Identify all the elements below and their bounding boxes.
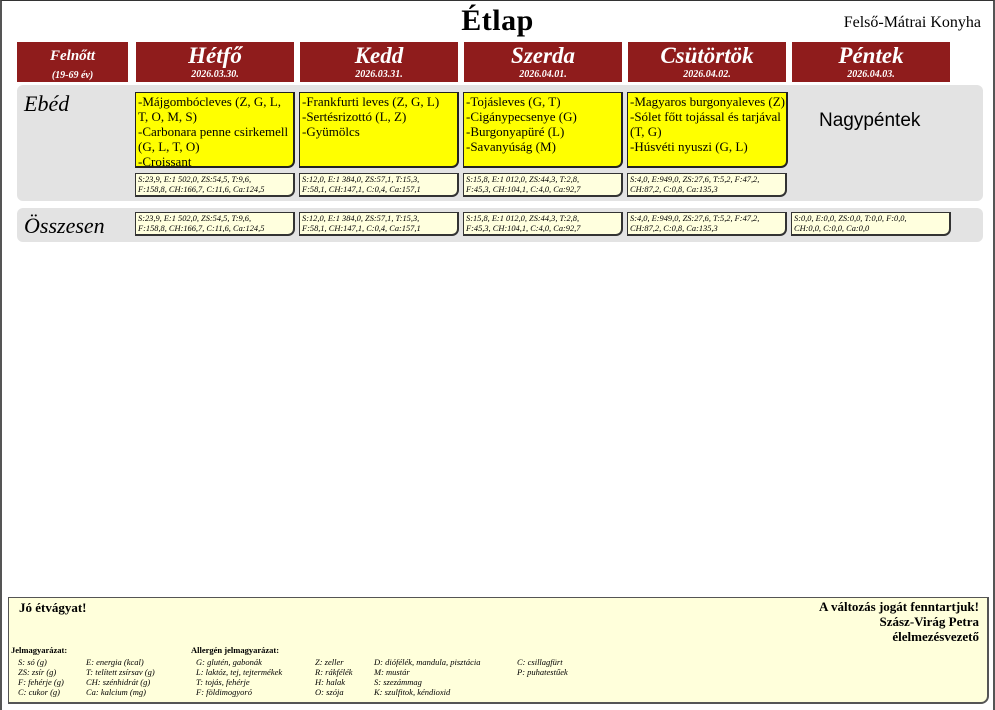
kitchen-name: Felső-Mátrai Konyha <box>843 14 981 31</box>
menu-card-thursday: -Magyaros burgonyaleves (Z) -Sólet főtt … <box>627 92 788 168</box>
menu-line: -Savanyúság (M) <box>466 139 556 154</box>
footer-panel: Jó étvágyat! A változás jogát fenntartju… <box>8 597 989 704</box>
nutrition-total-friday: S:0,0, E:0,0, ZS:0,0, T:0,0, F:0,0, CH:0… <box>791 212 951 236</box>
group-label: Felnőtt <box>49 48 95 64</box>
menu-card-tuesday: -Frankfurti leves (Z, G, L) -Sertésrizot… <box>299 92 459 168</box>
menu-line: -Gyümölcs <box>302 124 360 139</box>
header-day-friday: Péntek 2026.04.03. <box>792 42 950 82</box>
nutrition-lunch-wednesday: S:15,8, E:1 012,0, ZS:44,3, T:2,8, F:45,… <box>463 173 623 197</box>
menu-line: (G, L, T, O) <box>138 139 200 154</box>
menu-line: -Sertésrizottó (L, Z) <box>302 109 407 124</box>
menu-line: -Cigánypecsenye (G) <box>466 109 577 124</box>
allergen-column-3: D: diófélék, mandula, pisztácia M: mustá… <box>374 657 481 697</box>
menu-line: -Húsvéti nyuszi (G, L) <box>630 139 748 154</box>
nutrition-lunch-tuesday: S:12,0, E:1 384,0, ZS:57,1, T:15,3, F:58… <box>299 173 459 197</box>
menu-line: -Burgonyapüré (L) <box>466 124 565 139</box>
menu-card-monday: -Májgombócleves (Z, G, L, T, O, M, S) -C… <box>135 92 295 169</box>
header-day-tuesday: Kedd 2026.03.31. <box>300 42 458 82</box>
day-date: 2026.04.03. <box>847 69 895 80</box>
menu-line: -Sólet főtt tojással és tarjával <box>630 109 781 124</box>
day-name: Csütörtök <box>660 43 754 68</box>
menu-line: -Croissant <box>138 154 192 169</box>
allergen-column-2: Z: zeller R: rákfélék H: halak O: szója <box>315 657 353 697</box>
menu-line: -Tojásleves (G, T) <box>466 94 561 109</box>
rights-reserved: A változás jogát fenntartjuk! <box>819 599 979 614</box>
nutrition-total-tuesday: S:12,0, E:1 384,0, ZS:57,1, T:15,3, F:58… <box>299 212 459 236</box>
header-group: Felnőtt (19-69 év) <box>17 42 128 82</box>
header-day-wednesday: Szerda 2026.04.01. <box>464 42 622 82</box>
signer-role: élelmezésvezető <box>892 629 979 644</box>
day-name: Szerda <box>511 43 575 68</box>
menu-line: -Májgombócleves (Z, G, L, <box>138 94 281 109</box>
group-ages: (19-69 év) <box>51 70 94 81</box>
nutrition-lunch-monday: S:23,9, E:1 502,0, ZS:54,5, T:9,6, F:158… <box>135 173 295 197</box>
allergen-column-4: C: csillagfürt P: puhatestűek <box>517 657 568 677</box>
allergen-legend-title: Allergén jelmagyarázat: <box>191 645 280 655</box>
menu-line: -Frankfurti leves (Z, G, L) <box>302 94 440 109</box>
greeting: Jó étvágyat! <box>19 600 87 615</box>
legend-title: Jelmagyarázat: <box>11 645 68 655</box>
day-date: 2026.03.30. <box>191 69 239 80</box>
day-name: Kedd <box>354 43 404 68</box>
friday-special: Nagypéntek <box>819 110 921 131</box>
signer-name: Szász-Virág Petra <box>879 614 979 629</box>
day-date: 2026.03.31. <box>355 69 403 80</box>
lunch-row-label: Ebéd <box>24 91 70 116</box>
header-day-monday: Hétfő 2026.03.30. <box>136 42 294 82</box>
allergen-column-1: G: glutén, gabonák L: laktóz, tej, tejte… <box>196 657 283 697</box>
legend-column-2: E: energia (kcal) T: telített zsírsav (g… <box>86 657 155 697</box>
menu-line: (T, G) <box>630 124 662 139</box>
day-date: 2026.04.01. <box>519 69 567 80</box>
nutrition-total-monday: S:23,9, E:1 502,0, ZS:54,5, T:9,6, F:158… <box>135 212 295 236</box>
footer-notice: A változás jogát fenntartjuk! Szász-Virá… <box>819 599 979 644</box>
menu-card-wednesday: -Tojásleves (G, T) -Cigánypecsenye (G) -… <box>463 92 623 168</box>
menu-line: -Carbonara penne csirkemell <box>138 124 289 139</box>
menu-line: -Magyaros burgonyaleves (Z) <box>630 94 785 109</box>
total-row-label: Összesen <box>24 213 105 238</box>
nutrition-lunch-thursday: S:4,0, E:949,0, ZS:27,6, T:5,2, F:47,2, … <box>627 173 787 197</box>
nutrition-total-wednesday: S:15,8, E:1 012,0, ZS:44,3, T:2,8, F:45,… <box>463 212 623 236</box>
header-day-thursday: Csütörtök 2026.04.02. <box>628 42 786 82</box>
day-date: 2026.04.02. <box>683 69 731 80</box>
day-name: Péntek <box>838 43 904 68</box>
day-name: Hétfő <box>188 43 242 68</box>
menu-line: T, O, M, S) <box>138 109 197 124</box>
legend-column-1: S: só (g) ZS: zsír (g) F: fehérje (g) C:… <box>18 657 64 697</box>
page-title: Étlap <box>461 4 534 37</box>
nutrition-total-thursday: S:4,0, E:949,0, ZS:27,6, T:5,2, F:47,2, … <box>627 212 787 236</box>
